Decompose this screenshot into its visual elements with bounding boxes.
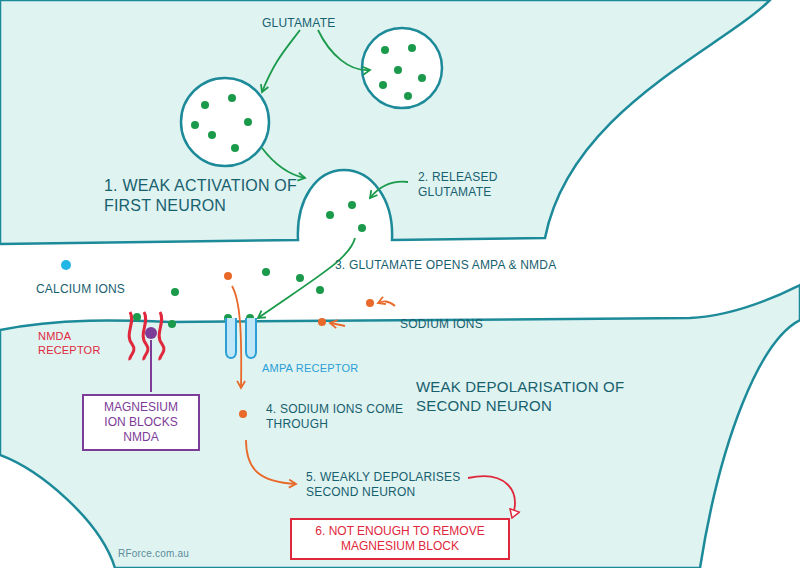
sodium-dots (224, 272, 374, 418)
vesicle (181, 78, 269, 166)
text-label: SODIUM IONS (400, 317, 520, 332)
fused-vesicle (310, 188, 378, 238)
box-text: 6. NOT ENOUGH TO REMOVE MAGNESIUM BLOCK (300, 524, 500, 554)
text-label: CALCIUM IONS (36, 282, 156, 297)
nmda-receptor (129, 312, 164, 360)
sodium-arrows (232, 286, 395, 484)
magnesium-ion (145, 327, 157, 339)
text-label: 3. GLUTAMATE OPENS AMPA & NMDA (335, 258, 635, 273)
ampa-receptor (226, 318, 256, 358)
note-box: 6. NOT ENOUGH TO REMOVE MAGNESIUM BLOCK (290, 518, 510, 560)
magnesium-leader (150, 340, 152, 392)
text-label: 5. WEAKLY DEPOLARISES SECOND NEURON (306, 470, 486, 500)
second-neuron (0, 285, 800, 568)
box-text: MAGNESIUM ION BLOCKS NMDA (92, 400, 190, 445)
result-arrow (468, 476, 515, 518)
text-label: 2. RELEASED GLUTAMATE (418, 170, 518, 200)
text-label: 1. WEAK ACTIVATION OF FIRST NEURON (104, 176, 304, 216)
text-label: GLUTAMATE (262, 16, 372, 31)
text-label: NMDA RECEPTOR (38, 330, 123, 358)
text-label: WEAK DEPOLARISATION OF SECOND NEURON (416, 378, 656, 416)
vesicle (362, 28, 442, 108)
calcium-dot (61, 260, 71, 270)
glutamate-arrows (258, 30, 408, 318)
first-neuron (0, 0, 770, 244)
text-label: 4. SODIUM IONS COME THROUGH (266, 402, 416, 432)
watermark: RForce.com.au (118, 548, 238, 561)
note-box: MAGNESIUM ION BLOCKS NMDA (82, 394, 200, 451)
text-label: AMPA RECEPTOR (262, 362, 402, 376)
